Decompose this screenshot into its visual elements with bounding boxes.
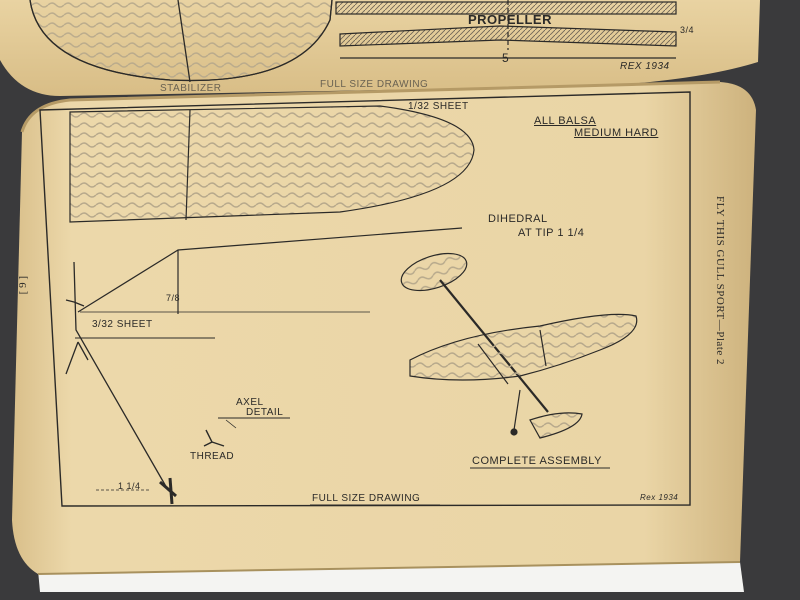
material-line-2: MEDIUM HARD — [574, 127, 659, 139]
axel-line-2: DETAIL — [246, 407, 284, 418]
full-size-drawing-label: FULL SIZE DRAWING — [312, 493, 421, 504]
complete-assembly-label: COMPLETE ASSEMBLY — [472, 455, 602, 467]
axel-line-1: AXEL — [236, 397, 264, 408]
plate-border — [39, 91, 691, 507]
dihedral-line-2: AT TIP 1 1/4 — [518, 227, 585, 239]
fuselage-side-view — [65, 261, 177, 505]
top-dim-five: 5 — [502, 51, 510, 65]
page-number: [ 9 ] — [17, 276, 29, 295]
sheet-top-label: 1/32 SHEET — [408, 101, 469, 112]
wing-planform — [69, 105, 475, 223]
label-underlines — [218, 417, 610, 506]
side-title: FLY THIS GULL SPORT—Plate 2 — [714, 196, 726, 366]
material-line-1: ALL BALSA — [534, 115, 597, 127]
top-signature: REX 1934 — [620, 61, 670, 72]
sheet-mid-label: 3/32 SHEET — [92, 319, 153, 330]
page-curl-edge — [20, 80, 721, 133]
page-bottom-shadow — [37, 561, 741, 575]
dihedral-line-1: DIHEDRAL — [488, 213, 548, 225]
top-dim-three-quarter: 3/4 — [680, 25, 695, 35]
plate-signature: Rex 1934 — [640, 493, 679, 502]
top-full-size-label: FULL SIZE DRAWING — [320, 79, 429, 90]
complete-assembly-drawing — [400, 252, 638, 439]
stabilizer-drawing — [29, 0, 333, 83]
dim-bottom-label: 1 1/4 — [118, 481, 141, 491]
propeller-drawing — [335, 0, 677, 59]
propeller-label: PROPELLER — [468, 12, 552, 27]
dim-vertical-label: 7/8 — [166, 293, 181, 303]
dihedral-front-view — [75, 227, 463, 339]
stabilizer-label: STABILIZER — [160, 83, 222, 94]
thread-label: THREAD — [190, 451, 235, 462]
axel-detail-drawing — [203, 419, 237, 447]
